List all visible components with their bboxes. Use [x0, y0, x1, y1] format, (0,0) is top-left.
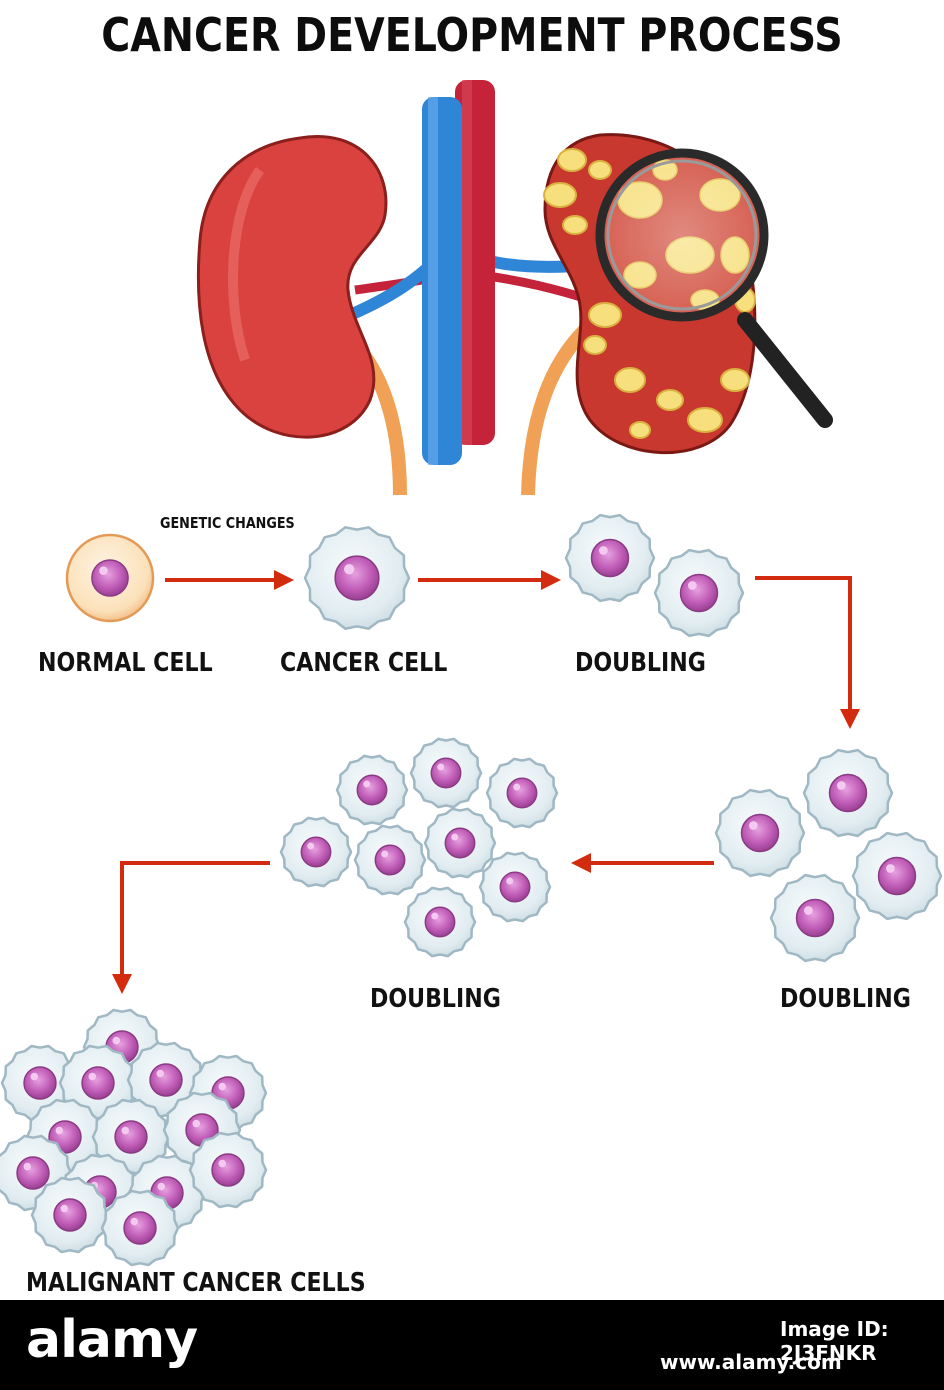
- cluster-cell: [485, 757, 559, 829]
- cluster-cell: [802, 748, 894, 838]
- cluster-cell: [403, 886, 477, 958]
- label-doubling-2: DOUBLING: [370, 984, 501, 1014]
- cluster-cell: [851, 831, 943, 921]
- cluster-cell: [409, 737, 483, 809]
- malignant-cell: [188, 1131, 268, 1209]
- right-ureter: [521, 325, 591, 496]
- label-doubling-3: DOUBLING: [780, 984, 911, 1014]
- magnifying-glass-icon: [595, 148, 833, 428]
- label-genetic-changes: GENETIC CHANGES: [160, 514, 295, 532]
- malignant-cell: [91, 1098, 171, 1176]
- diagram-canvas: [0, 80, 943, 1267]
- label-cancer-cell: CANCER CELL: [280, 648, 448, 678]
- doubling-cell: [653, 548, 745, 638]
- normal-cell: [65, 533, 155, 623]
- brand-logo: alamy: [26, 1310, 198, 1370]
- site-url: www.alamy.com: [660, 1350, 842, 1374]
- cluster-cell: [714, 788, 806, 878]
- arrow-to-malignant: [112, 861, 270, 994]
- doubling-cell: [564, 513, 656, 603]
- cluster-cell: [279, 816, 353, 888]
- tumor-nodules: [543, 148, 756, 439]
- arrow-doubling-down: [755, 576, 860, 729]
- kidney-illustration: [196, 80, 833, 496]
- cell-groups: [0, 513, 943, 1267]
- cluster-cell: [423, 807, 497, 879]
- malignant-cell: [100, 1189, 180, 1267]
- page-title: CANCER DEVELOPMENT PROCESS: [101, 8, 843, 62]
- label-normal-cell: NORMAL CELL: [38, 648, 213, 678]
- cluster-cell: [353, 824, 427, 896]
- cancer-cell: [303, 526, 411, 630]
- cluster-cell: [335, 754, 409, 826]
- label-doubling-1: DOUBLING: [575, 648, 706, 678]
- cluster-cell: [478, 851, 552, 923]
- watermark-footer: [0, 1300, 944, 1390]
- image-id: Image ID: 2J3FNKR: [780, 1317, 889, 1365]
- malignant-cell: [30, 1176, 110, 1254]
- label-malignant-cells: MALIGNANT CANCER CELLS: [26, 1268, 366, 1298]
- cluster-cell: [769, 873, 861, 963]
- flow-arrows: [112, 570, 860, 994]
- malignant-cell: [58, 1044, 138, 1122]
